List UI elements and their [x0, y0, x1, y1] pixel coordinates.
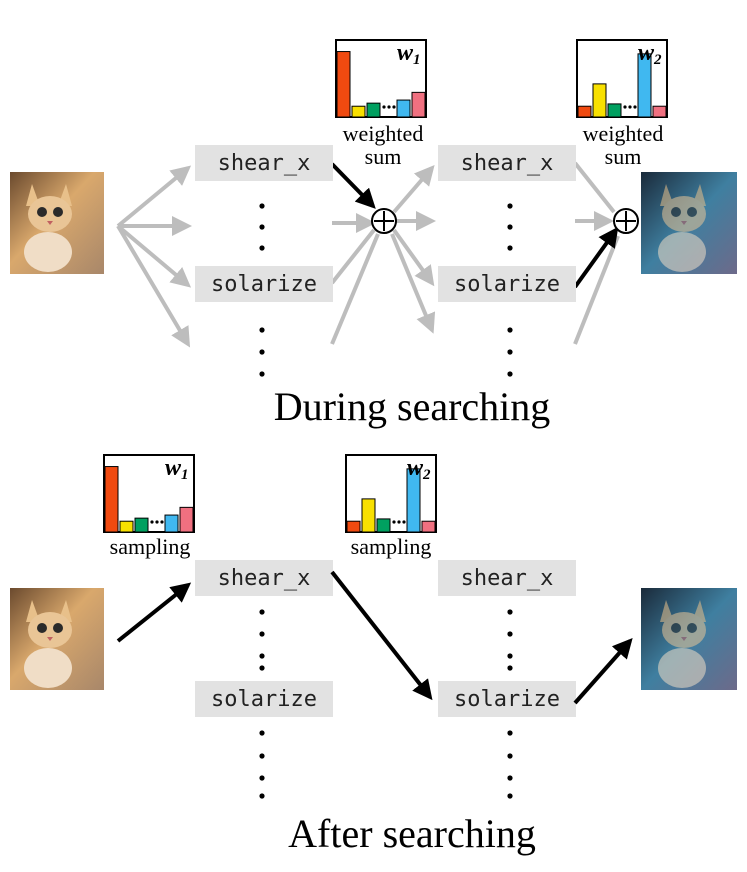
- weight-bar: [577, 105, 592, 118]
- w2-bars: [577, 53, 667, 118]
- input-cat-image: [10, 588, 104, 690]
- vertical-ellipsis: [259, 203, 513, 377]
- sum-circle-1: [371, 208, 397, 234]
- sum-circle-2: [613, 208, 639, 234]
- svg-text:solarize: solarize: [211, 687, 317, 712]
- bar-ellipsis-dot: [155, 520, 159, 524]
- weight-bar: [361, 498, 376, 533]
- sampled-path-arrows: [116, 570, 633, 705]
- weight-bar: [346, 520, 361, 533]
- during-section: shear_x solarize shear_x solarize: [10, 39, 737, 429]
- after-searching-title: After searching: [288, 811, 536, 856]
- weight-bar: [336, 51, 351, 118]
- shear-to-sum1-arrow: [330, 162, 376, 209]
- bar-ellipsis-dot: [392, 105, 396, 109]
- svg-text:shear_x: shear_x: [218, 566, 311, 591]
- weight-bar: [134, 517, 149, 533]
- weighted-caption-2: weighted: [583, 121, 664, 146]
- weight-histogram-w1: w1: [335, 39, 427, 118]
- svg-text:shear_x: shear_x: [461, 566, 554, 591]
- svg-text:w1: w1: [165, 455, 189, 483]
- weight-histogram-w2: w2: [576, 39, 668, 118]
- weight-bar: [607, 103, 622, 118]
- op-box-shear-x: shear_x: [438, 560, 576, 596]
- during-searching-title: During searching: [274, 384, 551, 429]
- solarize-to-sum2-arrow: [573, 226, 619, 289]
- bar-ellipsis-dot: [150, 520, 154, 524]
- w1-bars: [336, 51, 426, 118]
- bar-ellipsis-dot: [387, 105, 391, 109]
- w1-bars: [104, 466, 194, 533]
- svg-text:shear_x: shear_x: [218, 151, 311, 176]
- weight-bar: [376, 518, 391, 533]
- weight-bar: [351, 105, 366, 118]
- bar-ellipsis-dot: [628, 105, 632, 109]
- weight-bar: [411, 91, 426, 118]
- weight-histogram-w2: w2: [345, 454, 437, 533]
- weight-bar: [119, 520, 134, 533]
- stage2-gray-arrows: [573, 161, 620, 345]
- vertical-ellipsis: [259, 609, 513, 799]
- weight-histogram-w1: w1: [103, 454, 195, 533]
- input-fanout-arrows: [116, 165, 192, 348]
- weight-bar: [652, 105, 667, 118]
- svg-text:solarize: solarize: [454, 687, 560, 712]
- weight-bar: [592, 83, 607, 118]
- svg-text:solarize: solarize: [211, 272, 317, 297]
- bar-ellipsis-dot: [392, 520, 396, 524]
- weight-bar: [104, 466, 119, 533]
- bar-ellipsis-dot: [397, 520, 401, 524]
- op-box-solarize: solarize: [438, 681, 576, 717]
- op-box-shear-x: shear_x: [195, 560, 333, 596]
- weighted-caption-1: weighted: [343, 121, 424, 146]
- op-box-shear-x: shear_x: [195, 145, 333, 181]
- bar-ellipsis-dot: [633, 105, 637, 109]
- output-augmented-image: [641, 588, 737, 690]
- after-section: w1 w2 sampling sampling shear_x solarize…: [10, 454, 737, 856]
- op-box-solarize: solarize: [438, 266, 576, 302]
- output-augmented-image: [641, 172, 737, 274]
- op-box-solarize: solarize: [195, 681, 333, 717]
- op-box-shear-x: shear_x: [438, 145, 576, 181]
- svg-text:solarize: solarize: [454, 272, 560, 297]
- weight-bar: [406, 468, 421, 533]
- weight-bar: [179, 506, 194, 533]
- sum-caption-1: sum: [365, 144, 402, 169]
- stage1-gray-arrows: [330, 213, 380, 345]
- bar-ellipsis-dot: [623, 105, 627, 109]
- bar-ellipsis-dot: [382, 105, 386, 109]
- svg-text:w1: w1: [397, 40, 421, 68]
- input-cat-image: [10, 172, 104, 274]
- weight-bar: [421, 520, 436, 533]
- op-box-solarize: solarize: [195, 266, 333, 302]
- weight-bar: [396, 99, 411, 118]
- sampling-caption-2: sampling: [351, 534, 432, 559]
- svg-text:shear_x: shear_x: [461, 151, 554, 176]
- w2-bars: [346, 468, 436, 533]
- sum-caption-2: sum: [605, 144, 642, 169]
- svg-text:w2: w2: [407, 455, 431, 483]
- sampling-caption-1: sampling: [110, 534, 191, 559]
- svg-text:w2: w2: [638, 40, 662, 68]
- weight-bar: [366, 102, 381, 118]
- weight-bar: [164, 514, 179, 533]
- bar-ellipsis-dot: [160, 520, 164, 524]
- weight-bar: [637, 53, 652, 118]
- stage1-out-arrows: [390, 164, 436, 334]
- bar-ellipsis-dot: [402, 520, 406, 524]
